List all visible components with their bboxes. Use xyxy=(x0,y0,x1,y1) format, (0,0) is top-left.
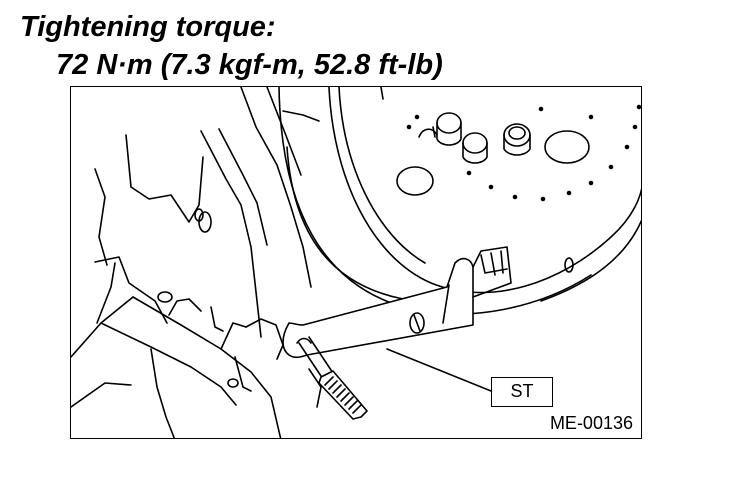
torque-spec-value: 72 N·m (7.3 kgf-m, 52.8 ft-lb) xyxy=(56,49,443,81)
torque-spec-title: Tightening torque: xyxy=(20,11,276,43)
threaded-bolt xyxy=(298,336,368,420)
figure-code: ME-00136 xyxy=(549,413,633,433)
drive-plate-bolts xyxy=(396,104,641,202)
engine-housing xyxy=(71,87,322,438)
special-tool-label: ST xyxy=(491,377,553,407)
drive-plate xyxy=(194,87,641,320)
st-leader-line xyxy=(386,348,492,392)
service-illustration: ST ME-00136 xyxy=(70,86,642,439)
special-tool-st xyxy=(282,246,512,359)
engine-drive-plate-drawing xyxy=(71,87,641,438)
